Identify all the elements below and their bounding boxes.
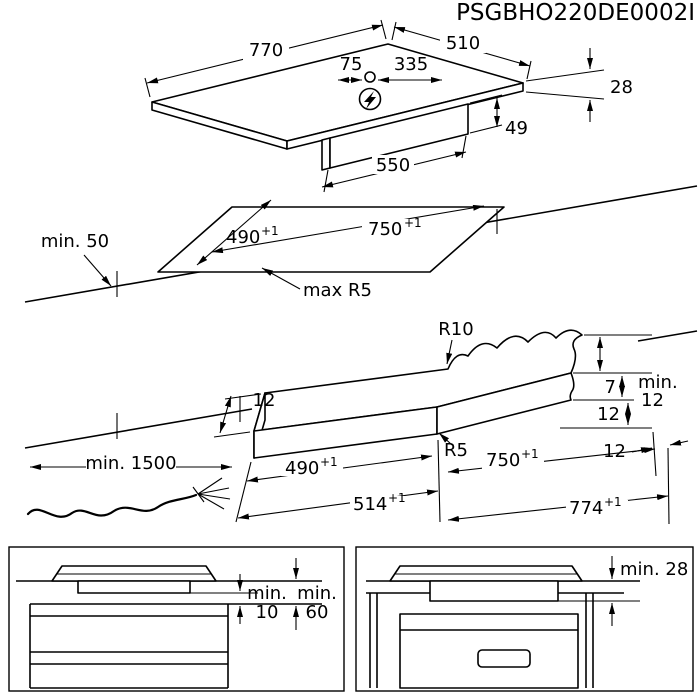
mains-cable (26, 493, 198, 518)
corner-bottom-clearance-label: 12 (597, 404, 620, 425)
hob-3d-view: 770 510 75 335 28 49 550 (144, 19, 633, 193)
corner-radius-front-label: R5 (444, 440, 468, 461)
corner-outer-width-tolerance: +1 (388, 491, 406, 505)
corner-hole-length-label: 750 (486, 450, 520, 471)
hob-right-face (286, 82, 524, 150)
drawer-min-b-label: min. (297, 583, 337, 604)
drawer-min-a-label: min. (247, 583, 287, 604)
corner-top-face (253, 329, 583, 432)
hob-casing-profile-left (77, 580, 191, 594)
hob-casing-profile-right (429, 580, 559, 602)
corner-hole-length-tolerance: +1 (521, 447, 539, 461)
drawer-section-frame (8, 546, 345, 692)
cable-entry-point (364, 71, 376, 83)
oven-clearance-section: min. 28 (355, 546, 694, 692)
drawer-min-a-value: 10 (256, 602, 279, 623)
oven-section-frame (355, 546, 694, 692)
corner-outer-length-label: 774 (569, 498, 603, 519)
oven-vent (477, 649, 531, 668)
corner-hole-width-tolerance: +1 (320, 455, 338, 469)
cable-min-length-label: min. 1500 (85, 453, 176, 474)
corner-hole-width-label: 490 (285, 458, 319, 479)
oven-body (399, 613, 579, 689)
corner-radius-top-label: R10 (438, 319, 473, 340)
cutout-width-tolerance: +1 (261, 224, 279, 238)
drawer-clearance-section: min. 10 min. 60 (8, 546, 345, 692)
document-code: PSGBHO220DE0002I (456, 0, 695, 26)
hob-casing-left-face (321, 137, 331, 171)
corner-min-value: 12 (641, 390, 664, 411)
corner-outer-length-tolerance: +1 (604, 495, 622, 509)
corner-thickness-label: 7 (605, 377, 616, 398)
cutout-length-tolerance: +1 (404, 216, 422, 230)
drawer-min-b-value: 60 (306, 602, 329, 623)
hob-width-label: 770 (249, 40, 283, 61)
corner-front-right-face (436, 372, 575, 435)
oven-clearance-label: min. 28 (620, 559, 688, 580)
corner-left-width-label: 12 (253, 390, 276, 411)
electrical-connection-icon (358, 87, 382, 111)
cutout-hole-outline (157, 206, 505, 273)
corner-min-label: min. (638, 372, 678, 393)
cutout-length-label: 750 (368, 219, 402, 240)
hob-height-label: 28 (610, 77, 633, 98)
hob-depth-label: 510 (446, 33, 480, 54)
cutout-corner-detail: R10 R5 12 min. 12 7 12 490 +1 750 (213, 319, 689, 525)
cutout-min-front-label: min. 50 (41, 231, 109, 252)
hob-conn-left-label: 75 (340, 54, 363, 75)
hob-box-width-label: 550 (376, 155, 410, 176)
cutout-radius-label: max R5 (303, 280, 372, 301)
corner-right-width-label: 12 (603, 441, 626, 462)
corner-outer-width-label: 514 (353, 494, 387, 515)
hob-conn-right-label: 335 (394, 54, 428, 75)
cable-detail: min. 1500 (26, 452, 232, 518)
hob-box-height-label: 49 (505, 118, 528, 139)
worktop-cutout-view: 490 +1 750 +1 max R5 min. 50 (41, 199, 505, 439)
